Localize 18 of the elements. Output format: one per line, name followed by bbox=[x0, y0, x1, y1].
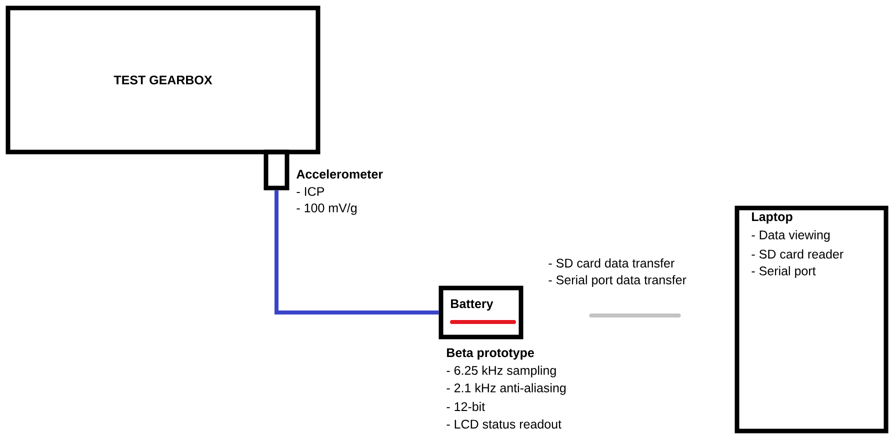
connector-line bbox=[589, 314, 681, 318]
box-title: TEST GEARBOX bbox=[114, 76, 212, 84]
caption-item: - 2.1 kHz anti-aliasing bbox=[446, 383, 566, 395]
list-item: - SD card reader bbox=[752, 249, 844, 259]
transfer-note: - SD card data transfer bbox=[548, 258, 674, 268]
caption-item: - ICP bbox=[296, 187, 324, 196]
list-item: - Serial port bbox=[752, 266, 816, 278]
caption-item: - 12-bit bbox=[446, 402, 485, 412]
box-title: Battery bbox=[451, 299, 494, 311]
caption-title: Beta prototype bbox=[447, 348, 534, 360]
transfer-note: - Serial port data transfer bbox=[548, 275, 686, 287]
list-item: - Data viewing bbox=[752, 230, 830, 242]
caption-title: Accelerometer bbox=[296, 169, 383, 179]
caption-item: - 6.25 kHz sampling bbox=[446, 366, 556, 378]
caption-item: - LCD status readout bbox=[446, 419, 562, 429]
box-title: Laptop bbox=[752, 212, 792, 224]
caption-item: - 100 mV/g bbox=[296, 203, 357, 215]
connector-line bbox=[274, 190, 439, 314]
